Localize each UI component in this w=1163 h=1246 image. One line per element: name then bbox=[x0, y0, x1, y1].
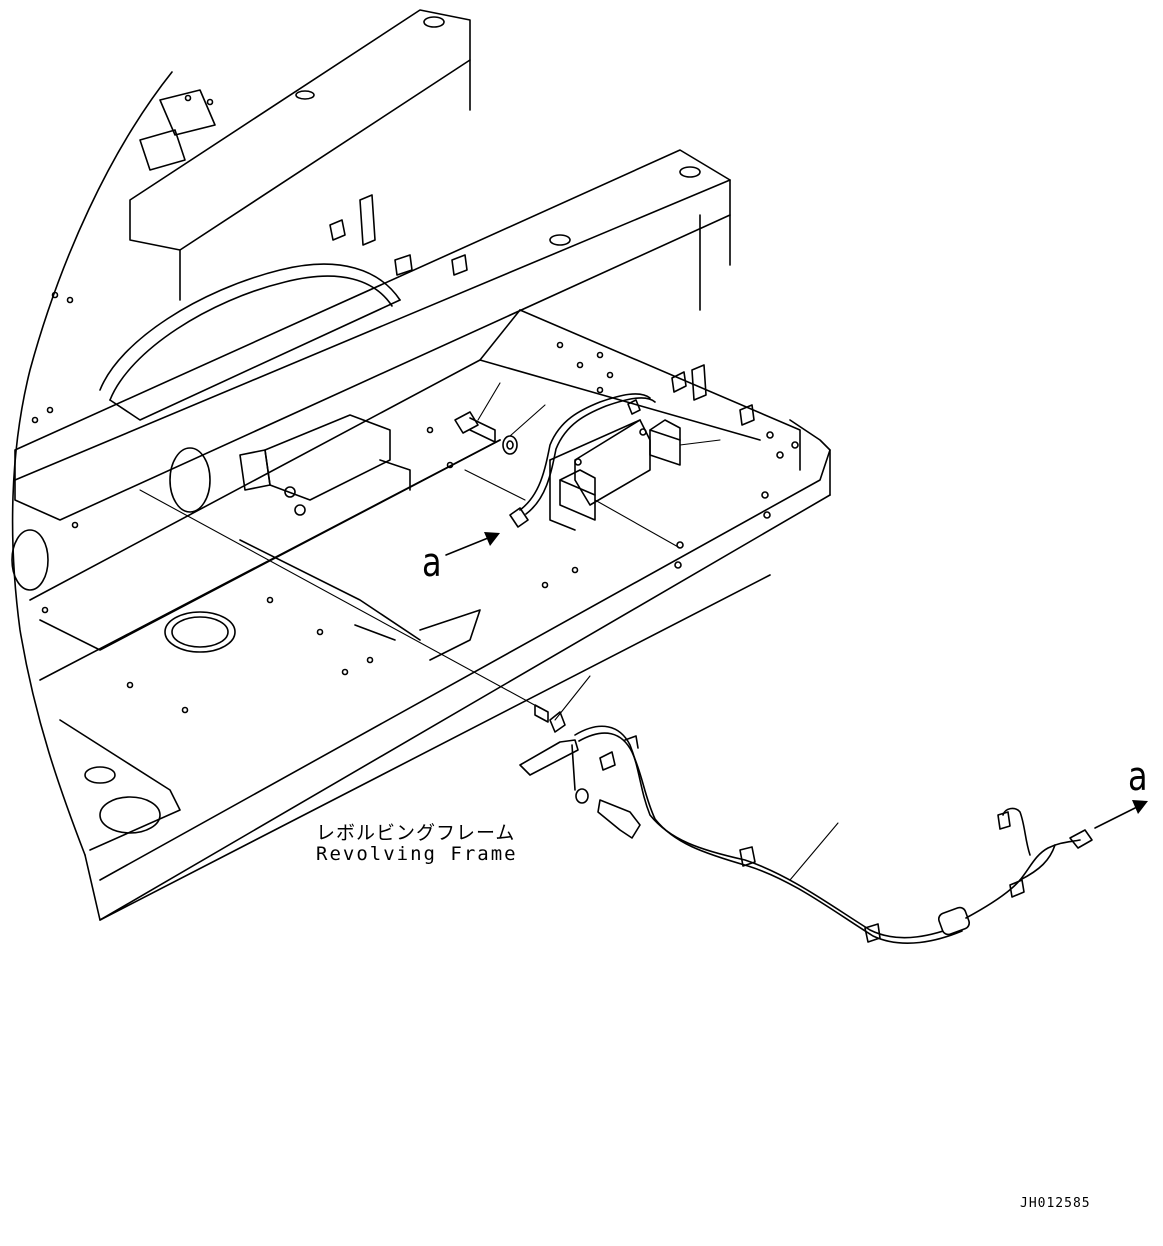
frame-holes bbox=[31, 94, 799, 714]
bolt-and-washer bbox=[454, 411, 518, 455]
callout-arrow-right bbox=[1094, 800, 1148, 829]
routing-guide-line bbox=[139, 489, 541, 709]
main-diagonal-beam bbox=[14, 149, 731, 521]
mount-bracket bbox=[239, 414, 411, 516]
leader-lines-upper bbox=[464, 382, 721, 549]
frame-label-english: Revolving Frame bbox=[316, 843, 518, 865]
frame-label-japanese: レボルビングフレーム bbox=[316, 822, 516, 844]
controller-box bbox=[549, 419, 681, 531]
cable-harness bbox=[574, 725, 1093, 944]
frame-fasteners bbox=[139, 89, 755, 426]
controller-harness bbox=[509, 393, 656, 528]
callout-letter-right: a bbox=[1128, 754, 1148, 800]
figure-code: JH012585 bbox=[1020, 1196, 1091, 1211]
cable-clamp bbox=[519, 675, 641, 839]
upper-cross-beam bbox=[129, 9, 471, 301]
side-beam bbox=[99, 419, 831, 921]
callout-letter-left: a bbox=[422, 540, 442, 586]
callout-arrow-left bbox=[445, 532, 500, 556]
frame-deck bbox=[11, 263, 801, 851]
